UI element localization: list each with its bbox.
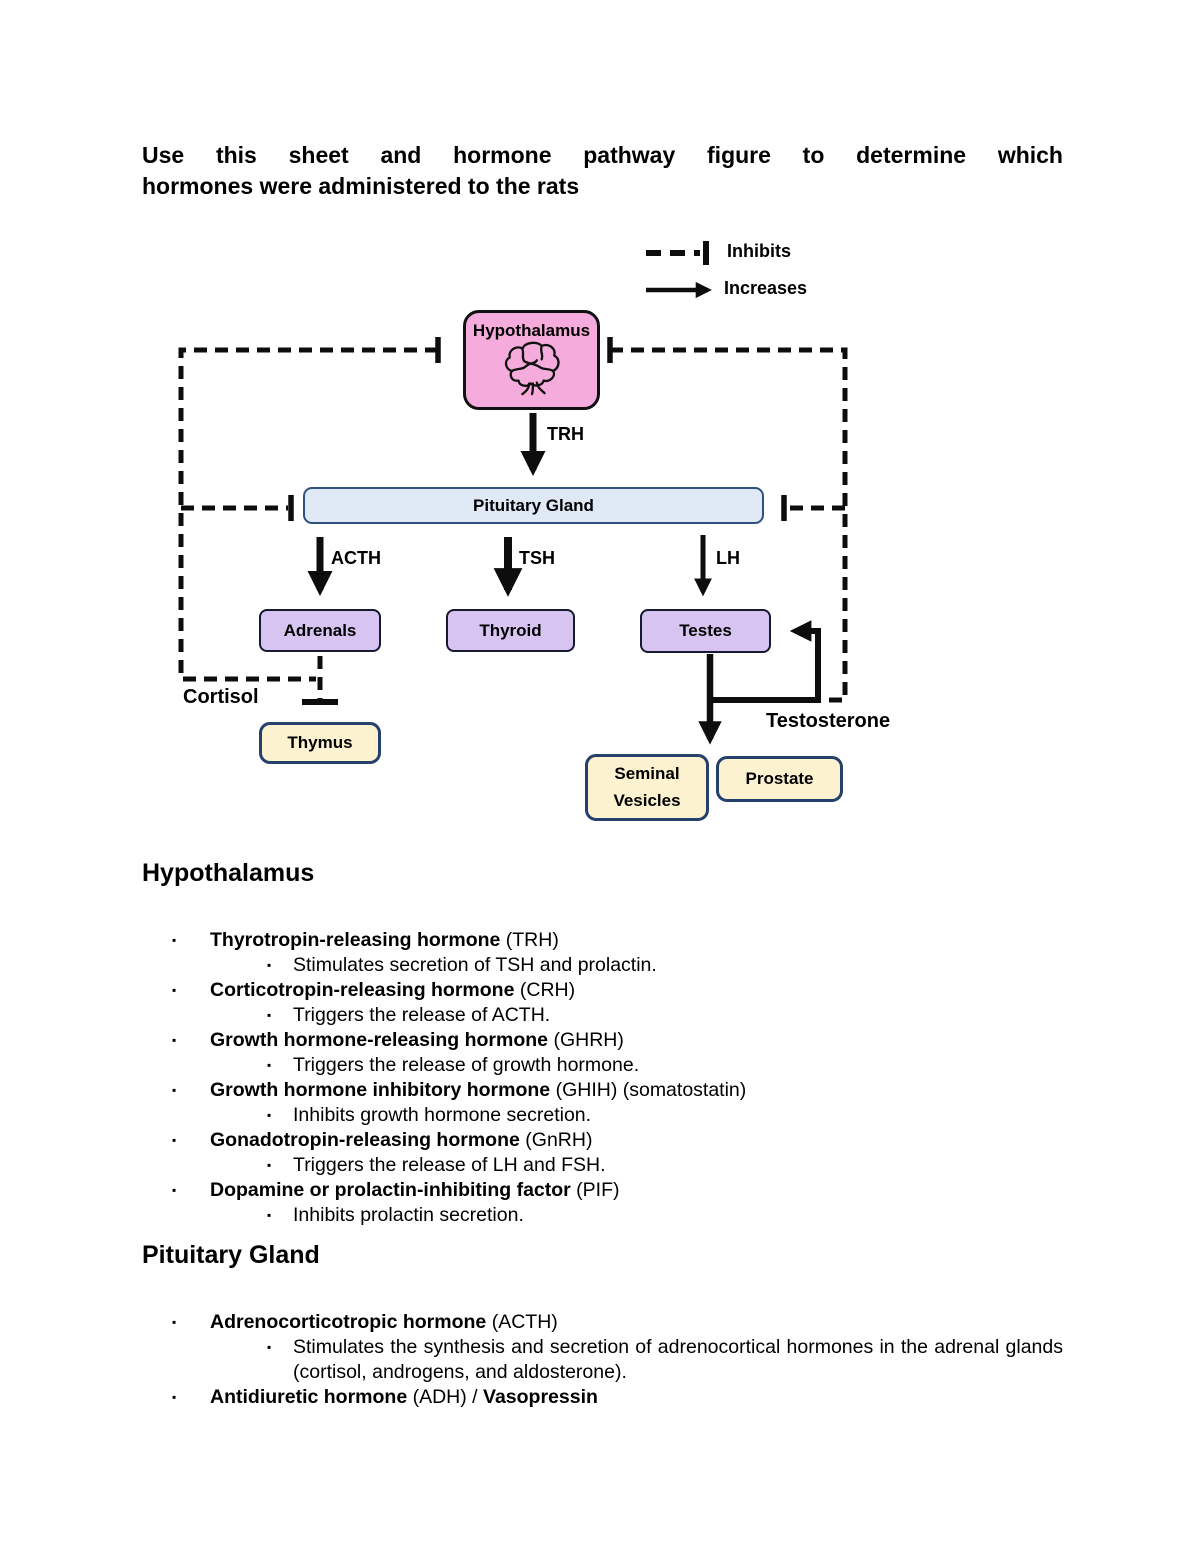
adrenals-box: Adrenals — [259, 609, 381, 652]
hormone-description: Stimulates the synthesis and secretion o… — [293, 1336, 1063, 1383]
pathway-diagram-connectors — [178, 241, 848, 745]
list-item: ▪ Growth hormone inhibitory hormone (GHIH… — [142, 1078, 1063, 1103]
brain-icon — [500, 341, 564, 402]
list-item: ▪ Thyrotropin-releasing hormone (TRH) — [142, 928, 1063, 953]
hormone-description: Triggers the release of ACTH. — [293, 1004, 551, 1026]
sub-item: ▪ Triggers the release of ACTH. — [142, 1003, 1063, 1028]
sub-item: ▪ Inhibits growth hormone secretion. — [142, 1103, 1063, 1128]
hormone-abbr: (ACTH) — [486, 1311, 558, 1333]
hormone-name: Thyrotropin-releasing hormone — [210, 929, 501, 951]
hypothalamus-section: Hypothalamus ▪ Thyrotropin-releasing horm… — [142, 858, 1063, 1228]
adrenals-box-label: Adrenals — [283, 620, 357, 640]
hormone-abbr: (PIF) — [570, 1179, 620, 1201]
hormone-description: Inhibits growth hormone secretion. — [293, 1104, 592, 1126]
hormone-name: Corticotropin-releasing hormone — [210, 979, 515, 1001]
bullet-square-icon: ▪ — [172, 933, 177, 947]
thymus-box: Thymus — [259, 722, 381, 764]
bullet-square-icon: ▪ — [267, 1340, 272, 1354]
section-heading: Pituitary Gland — [142, 1241, 320, 1269]
hormone-abbr: (GHRH) — [548, 1029, 624, 1051]
sub-item: ▪ Inhibits prolactin secretion. — [142, 1203, 1063, 1228]
hormone-name: Antidiuretic hormone — [210, 1386, 408, 1408]
bullet-square-icon: ▪ — [267, 1208, 272, 1222]
seminal-vesicles-label-line2: Vesicles — [613, 790, 681, 810]
list-item: ▪ Corticotropin-releasing hormone (CRH) — [142, 978, 1063, 1003]
list-item: ▪ Dopamine or prolactin-inhibiting factor… — [142, 1178, 1063, 1203]
sub-item: ▪ Stimulates secretion of TSH and prolact… — [142, 953, 1063, 978]
hormone-name: Growth hormone-releasing hormone — [210, 1029, 549, 1051]
hormone-description: Inhibits prolactin secretion. — [293, 1204, 524, 1226]
legend-increases-label: Increases — [724, 278, 808, 298]
bullet-square-icon: ▪ — [172, 1390, 177, 1404]
trh-label: TRH — [547, 424, 584, 444]
pituitary-section: Pituitary Gland ▪ Adrenocorticotropic hor… — [142, 1240, 1063, 1410]
thyroid-box: Thyroid — [446, 609, 575, 652]
hormone-list: ▪ Thyrotropin-releasing hormone (TRH) ▪ St… — [142, 928, 1063, 1228]
thymus-box-label: Thymus — [287, 733, 353, 753]
testes-box-label: Testes — [679, 621, 732, 641]
hormone-name: Gonadotropin-releasing hormone — [210, 1129, 520, 1151]
hormone-abbr: (ADH) / — [407, 1386, 484, 1408]
bullet-square-icon: ▪ — [172, 983, 177, 997]
cortisol-label: Cortisol — [183, 686, 259, 708]
list-item: ▪ Antidiuretic hormone (ADH) / Vasopressi… — [142, 1385, 1063, 1410]
bullet-square-icon: ▪ — [172, 1315, 177, 1329]
bullet-square-icon: ▪ — [172, 1133, 177, 1147]
section-heading: Hypothalamus — [142, 859, 315, 887]
prostate-box: Prostate — [716, 756, 843, 802]
sub-item: ▪ Stimulates the synthesis and secretion … — [142, 1335, 1063, 1385]
lh-label: LH — [716, 548, 740, 568]
bullet-square-icon: ▪ — [267, 958, 272, 972]
hormone-name: Dopamine or prolactin-inhibiting factor — [210, 1179, 571, 1201]
testes-box: Testes — [640, 609, 771, 653]
bullet-square-icon: ▪ — [267, 1058, 272, 1072]
acth-label: ACTH — [331, 548, 381, 568]
hormone-name: Adrenocorticotropic hormone — [210, 1311, 487, 1333]
list-item: ▪ Growth hormone-releasing hormone (GHRH) — [142, 1028, 1063, 1053]
bullet-square-icon: ▪ — [267, 1108, 272, 1122]
bullet-square-icon: ▪ — [267, 1008, 272, 1022]
pituitary-gland-box-label: Pituitary Gland — [473, 495, 594, 515]
thyroid-box-label: Thyroid — [479, 620, 542, 640]
page-title: Use this sheet and hormone pathway figur… — [142, 140, 1063, 202]
hormone-description: Triggers the release of growth hormone. — [293, 1054, 640, 1076]
seminal-vesicles-box: Seminal Vesicles — [585, 754, 709, 821]
hormone-description: Stimulates secretion of TSH and prolacti… — [293, 954, 657, 976]
sub-item: ▪ Triggers the release of LH and FSH. — [142, 1153, 1063, 1178]
pituitary-gland-box: Pituitary Gland — [303, 487, 764, 524]
hypothalamus-box-label: Hypothalamus — [472, 321, 591, 340]
hormone-name-secondary: Vasopressin — [483, 1386, 598, 1408]
list-item: ▪ Adrenocorticotropic hormone (ACTH) — [142, 1310, 1063, 1335]
hormone-description: Triggers the release of LH and FSH. — [293, 1154, 606, 1176]
bullet-square-icon: ▪ — [172, 1033, 177, 1047]
bullet-square-icon: ▪ — [267, 1158, 272, 1172]
hormone-list: ▪ Adrenocorticotropic hormone (ACTH) ▪ Sti… — [142, 1310, 1063, 1410]
hormone-name: Growth hormone inhibitory hormone — [210, 1079, 551, 1101]
testosterone-label: Testosterone — [766, 710, 891, 732]
tsh-label: TSH — [519, 548, 555, 568]
hormone-abbr: (GnRH) — [519, 1129, 593, 1151]
legend-inhibits-label: Inhibits — [727, 241, 791, 261]
hormone-abbr: (CRH) — [514, 979, 576, 1001]
page-title-line1: Use this sheet and hormone pathway figur… — [142, 142, 1063, 168]
prostate-box-label: Prostate — [745, 769, 814, 789]
hormone-abbr: (GHIH) (somatostatin) — [550, 1079, 747, 1101]
bullet-square-icon: ▪ — [172, 1183, 177, 1197]
seminal-vesicles-label-line1: Seminal — [614, 764, 680, 784]
hypothalamus-box: Hypothalamus — [463, 310, 600, 410]
sub-item: ▪ Triggers the release of growth hormone. — [142, 1053, 1063, 1078]
page-title-line2: hormones were administered to the rats — [142, 173, 580, 199]
hormone-abbr: (TRH) — [500, 929, 559, 951]
list-item: ▪ Gonadotropin-releasing hormone (GnRH) — [142, 1128, 1063, 1153]
bullet-square-icon: ▪ — [172, 1083, 177, 1097]
